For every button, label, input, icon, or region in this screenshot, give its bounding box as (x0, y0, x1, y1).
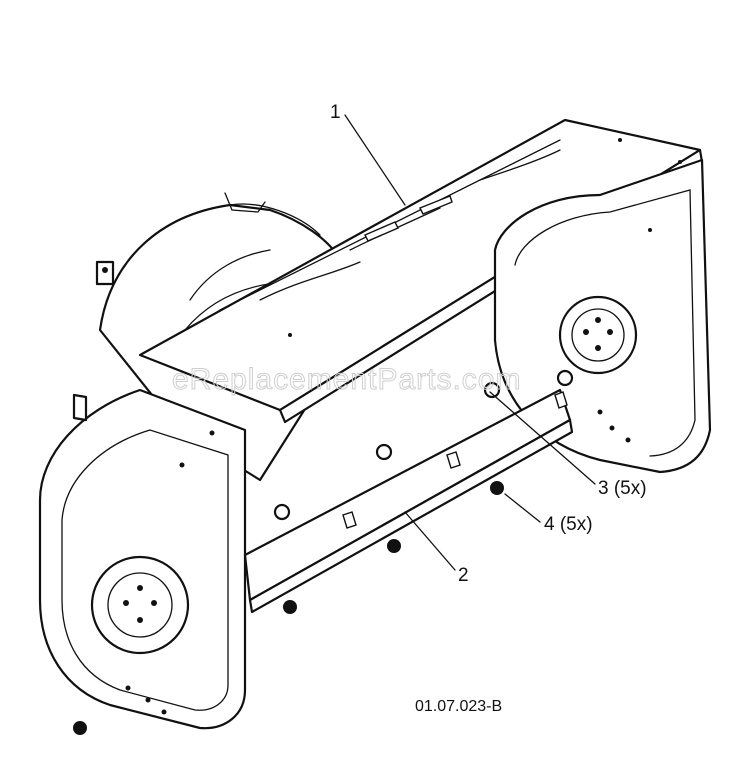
watermark: eReplacementParts.com (172, 363, 521, 396)
callout-part-4: 4 (5x) (544, 514, 593, 535)
fastener-4 (73, 721, 87, 735)
left-side-plate (38, 388, 247, 730)
right-side-plate (493, 158, 712, 474)
fastener-3 (283, 600, 297, 614)
callout-part-3: 3 (5x) (598, 478, 647, 499)
fastener-1 (490, 481, 504, 495)
callout-part-2: 2 (458, 565, 469, 586)
drawing-code: 01.07.023-B (415, 698, 502, 715)
callout-part-1: 1 (330, 102, 341, 123)
fastener-2 (387, 539, 401, 553)
fasteners (73, 481, 504, 735)
back-panel-holes (273, 369, 574, 521)
bottom-bar (243, 388, 574, 614)
leader-lines (344, 114, 596, 571)
